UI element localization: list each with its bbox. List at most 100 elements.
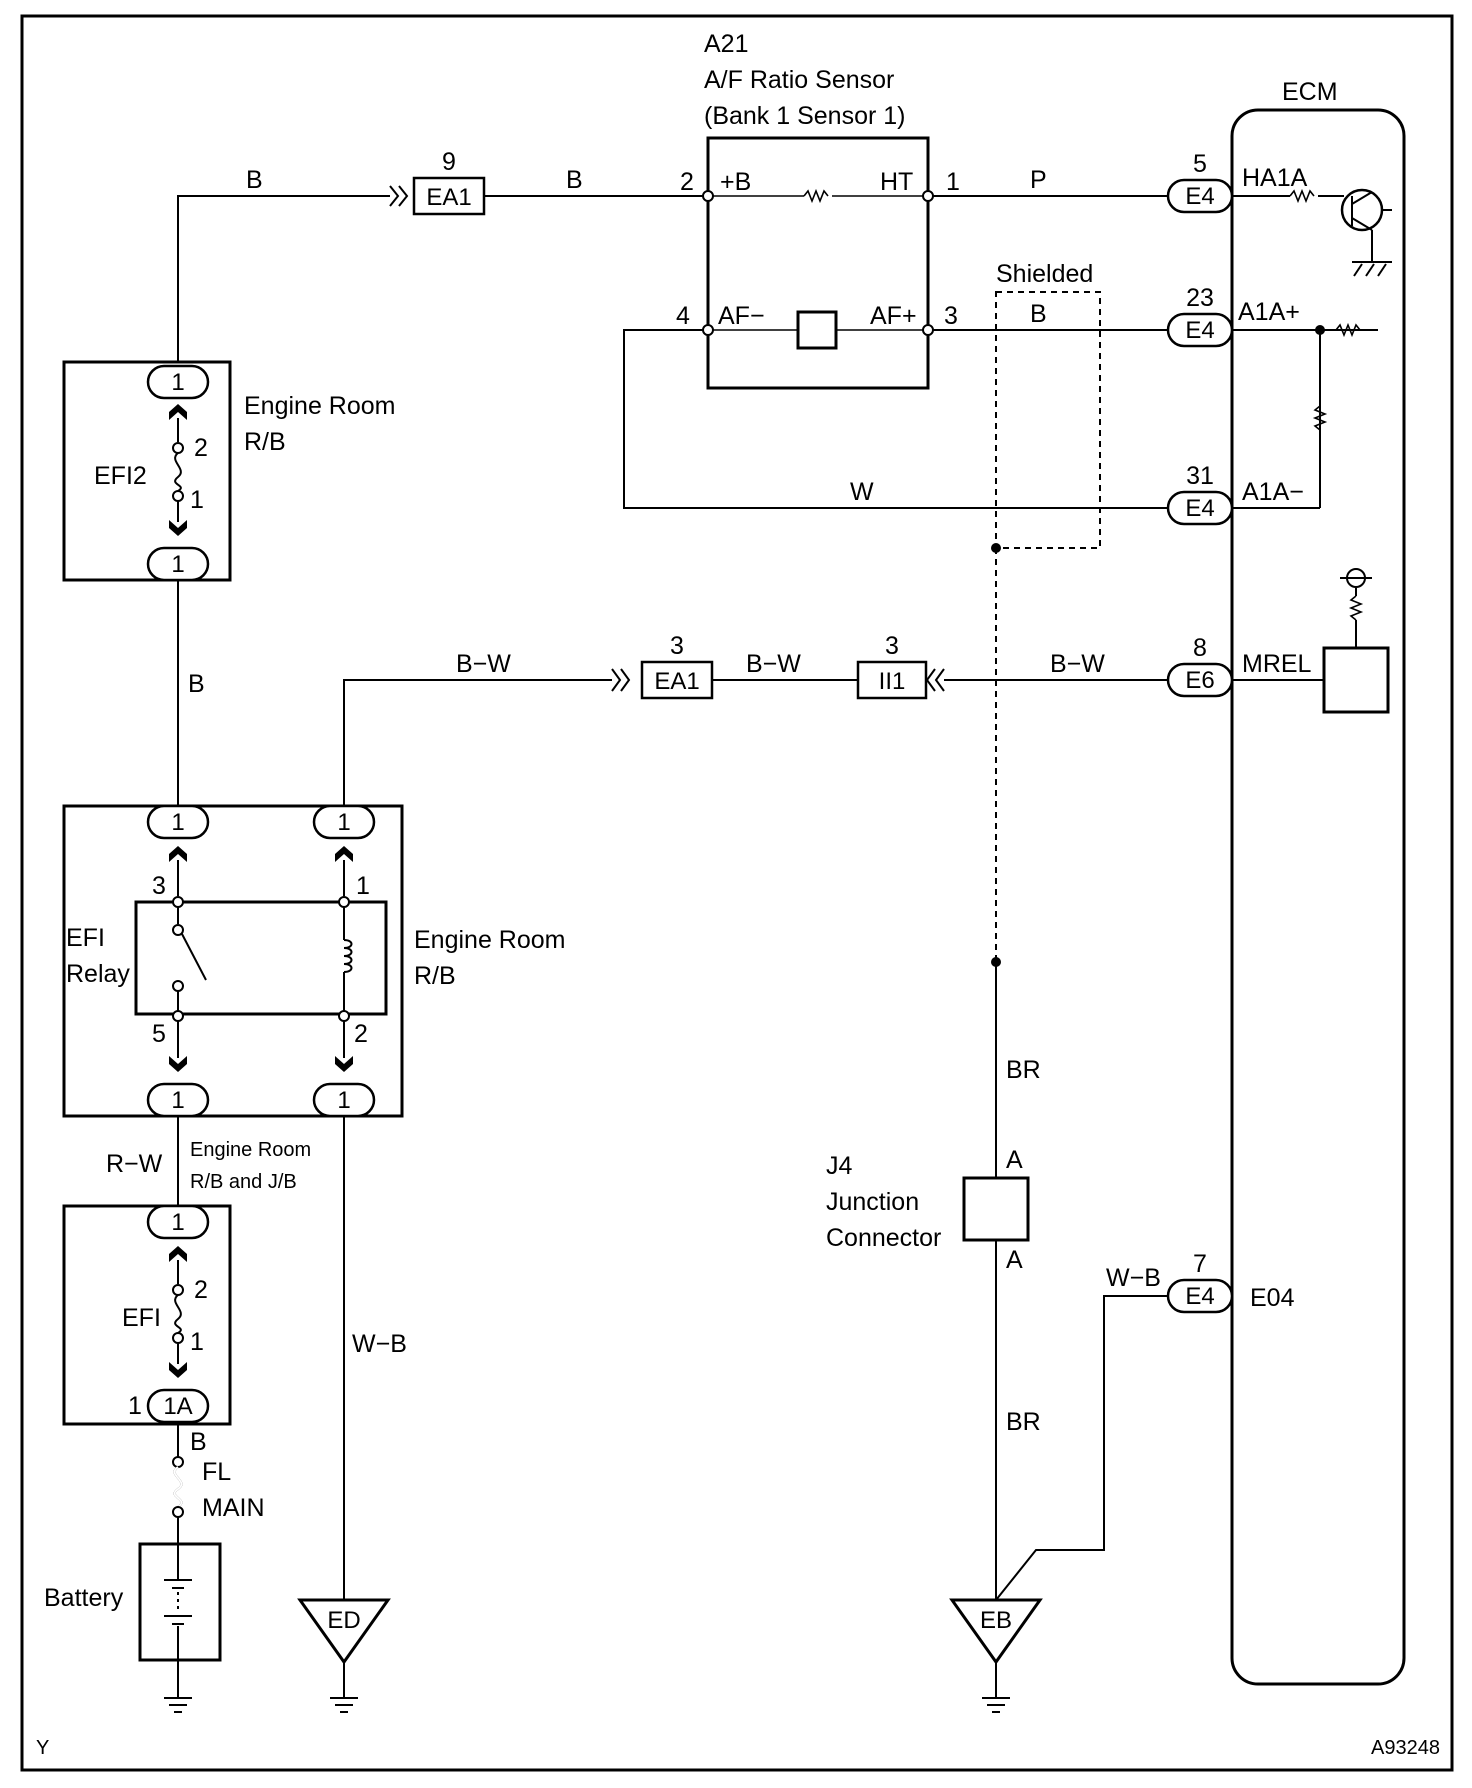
sensor-pin-4: 4 xyxy=(676,302,690,330)
svg-text:2: 2 xyxy=(194,434,208,462)
connector-ii1: II1 3 xyxy=(856,632,928,700)
wire-label: BR xyxy=(1006,1056,1041,1084)
svg-text:E4: E4 xyxy=(1185,183,1214,210)
wire-label: W−B xyxy=(1106,1264,1161,1292)
svg-text:E4: E4 xyxy=(1185,1283,1214,1310)
svg-text:R/B: R/B xyxy=(244,428,286,456)
svg-text:1: 1 xyxy=(337,809,350,836)
svg-text:E04: E04 xyxy=(1250,1284,1295,1312)
ground-symbols xyxy=(164,1697,1010,1713)
junction-connector-j4: A A J4 Junction Connector xyxy=(826,1146,1030,1274)
wire-label: P xyxy=(1030,166,1047,194)
svg-text:MAIN: MAIN xyxy=(202,1494,265,1522)
svg-text:R/B: R/B xyxy=(414,962,456,990)
wire-label: B−W xyxy=(1050,650,1105,678)
svg-text:Relay: Relay xyxy=(66,960,130,988)
efi-relay-label: EFI xyxy=(66,924,105,952)
svg-text:1: 1 xyxy=(171,369,184,396)
wire-label: W xyxy=(850,478,874,506)
svg-text:3: 3 xyxy=(670,632,684,660)
wire-label: B−W xyxy=(746,650,801,678)
svg-text:23: 23 xyxy=(1186,284,1214,312)
af-ratio-sensor: A21 A/F Ratio Sensor (Bank 1 Sensor 1) 2… xyxy=(676,30,960,390)
svg-text:Connector: Connector xyxy=(826,1224,941,1252)
sensor-label-af-minus: AF− xyxy=(718,302,765,330)
efi-fuse-label: EFI xyxy=(122,1304,161,1332)
wire-label: B xyxy=(188,670,205,698)
battery: Battery xyxy=(44,1542,222,1662)
connector-ea1-mid: EA1 3 xyxy=(640,632,714,700)
diagram-frame xyxy=(20,14,1454,1772)
svg-text:Engine Room: Engine Room xyxy=(244,392,395,420)
sensor-pin-2: 2 xyxy=(680,168,694,196)
wires xyxy=(177,185,1378,1698)
svg-text:9: 9 xyxy=(442,148,456,176)
svg-text:MREL: MREL xyxy=(1242,650,1312,678)
svg-text:1A: 1A xyxy=(163,1393,192,1420)
sensor-pin-3: 3 xyxy=(944,302,958,330)
wire-label: B xyxy=(566,166,583,194)
sensor-label-ht: HT xyxy=(880,168,913,196)
efi-fuse-box: Engine Room R/B and J/B 1 1A 1 EFI 2 1 xyxy=(62,1139,311,1426)
svg-text:1: 1 xyxy=(356,872,370,900)
svg-text:2: 2 xyxy=(354,1020,368,1048)
svg-text:1: 1 xyxy=(337,1087,350,1114)
svg-text:31: 31 xyxy=(1186,462,1214,490)
sensor-pin-1: 1 xyxy=(946,168,960,196)
sensor-location: (Bank 1 Sensor 1) xyxy=(704,102,906,130)
svg-text:EB: EB xyxy=(980,1607,1012,1634)
svg-text:FL: FL xyxy=(202,1458,231,1486)
efi2-fuse-box: 1 1 EFI2 2 1 Engine Room R/B xyxy=(62,360,395,582)
svg-text:1: 1 xyxy=(190,486,204,514)
svg-text:1: 1 xyxy=(190,1328,204,1356)
svg-text:2: 2 xyxy=(194,1276,208,1304)
svg-text:HA1A: HA1A xyxy=(1242,164,1308,192)
ecm: ECM E4 5 E4 23 E4 31 E6 8 E4 7 HA1A A1A+… xyxy=(1166,78,1406,1686)
svg-text:E4: E4 xyxy=(1185,317,1214,344)
wire-label: R−W xyxy=(106,1150,163,1178)
ground-point-eb: EB xyxy=(949,1598,1043,1665)
svg-text:1: 1 xyxy=(128,1392,142,1420)
svg-text:ED: ED xyxy=(327,1607,360,1634)
efi-relay-box: 1 1 1 1 3 1 5 2 EFI Relay xyxy=(62,804,565,1118)
wire-label: BR xyxy=(1006,1408,1041,1436)
svg-text:1: 1 xyxy=(171,1087,184,1114)
svg-text:3: 3 xyxy=(885,632,899,660)
fl-main-fusible-link: B FL MAIN xyxy=(172,1428,265,1522)
svg-text:Engine Room: Engine Room xyxy=(414,926,565,954)
efi2-label: EFI2 xyxy=(94,462,147,490)
svg-text:Junction: Junction xyxy=(826,1188,919,1216)
svg-text:E6: E6 xyxy=(1185,667,1214,694)
svg-text:5: 5 xyxy=(1193,150,1207,178)
svg-text:3: 3 xyxy=(152,872,166,900)
sensor-label-plus-b: +B xyxy=(720,168,751,196)
svg-text:1: 1 xyxy=(171,551,184,578)
svg-text:A1A+: A1A+ xyxy=(1238,298,1300,326)
svg-text:B: B xyxy=(190,1428,207,1456)
svg-text:II1: II1 xyxy=(879,668,906,695)
wire-label: W−B xyxy=(352,1330,407,1358)
svg-text:1: 1 xyxy=(171,1209,184,1236)
wire-label: B−W xyxy=(456,650,511,678)
sensor-code: A21 xyxy=(704,30,748,58)
wire-label: B xyxy=(246,166,263,194)
svg-text:EA1: EA1 xyxy=(426,184,471,211)
ground-point-ed: ED xyxy=(297,1598,391,1665)
sensor-name: A/F Ratio Sensor xyxy=(704,66,894,94)
sensor-label-af-plus: AF+ xyxy=(870,302,917,330)
svg-text:A1A−: A1A− xyxy=(1242,478,1304,506)
svg-text:1: 1 xyxy=(171,809,184,836)
svg-text:A: A xyxy=(1006,1246,1023,1274)
svg-text:J4: J4 xyxy=(826,1152,853,1180)
wire-label: B xyxy=(1030,300,1047,328)
shielded-label: Shielded xyxy=(996,260,1093,288)
svg-text:7: 7 xyxy=(1193,1250,1207,1278)
footer-left: Y xyxy=(36,1737,49,1759)
connector-ea1-top: EA1 9 xyxy=(412,148,486,216)
battery-label: Battery xyxy=(44,1584,124,1612)
ecm-title: ECM xyxy=(1282,78,1338,106)
svg-text:R/B and J/B: R/B and J/B xyxy=(190,1171,297,1193)
svg-text:5: 5 xyxy=(152,1020,166,1048)
